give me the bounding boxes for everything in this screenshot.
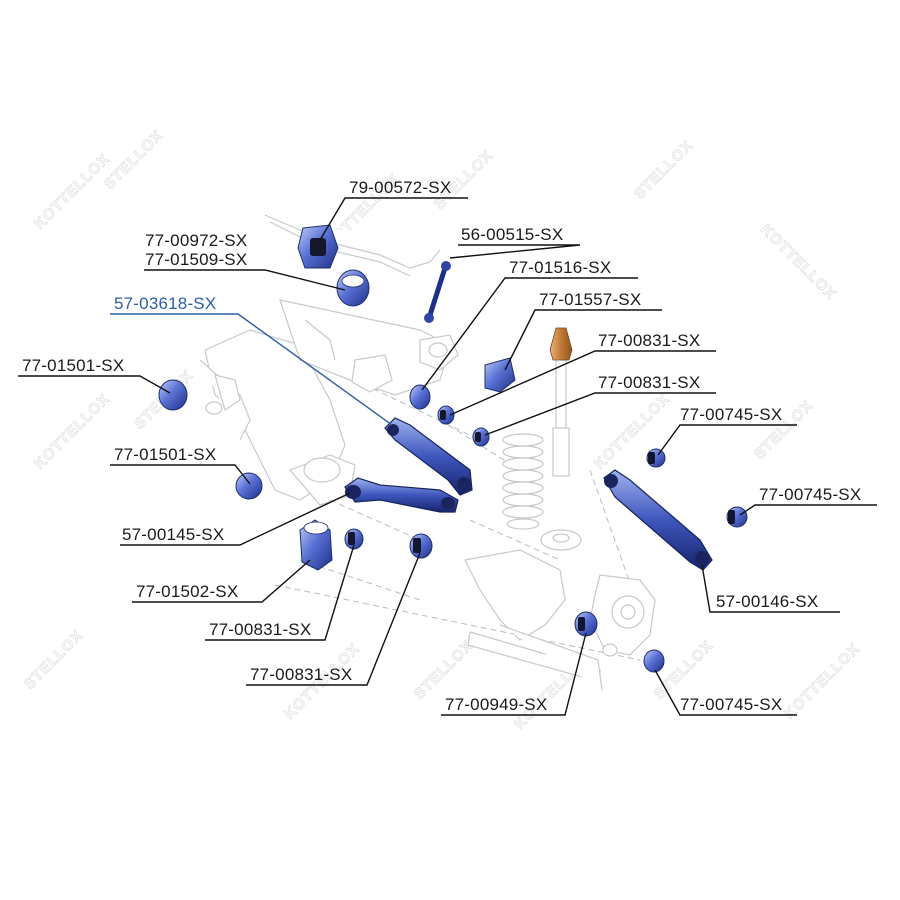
watermark-stamp: KOTTELLOX	[30, 390, 114, 474]
subframe-bush-upper	[336, 269, 370, 307]
part-label: 77-01509-SX	[145, 250, 247, 269]
control-arm-bush-77-01557	[484, 357, 516, 393]
part-label: 77-00972-SX	[145, 231, 247, 250]
part-label: 56-00515-SX	[461, 225, 563, 244]
part-label: 77-01502-SX	[136, 582, 238, 601]
watermark-stamp: KOTTELLOX	[780, 640, 864, 724]
svg-text:STELLOX: STELLOX	[651, 637, 717, 703]
control-arm-bush-77-01516	[409, 384, 431, 410]
knuckle-bush-77-00949	[574, 611, 598, 637]
part-label-highlighted[interactable]: 57-03618-SX	[114, 294, 216, 313]
svg-text:KOTTELLOX: KOTTELLOX	[31, 150, 114, 233]
watermark-stamp: STELLOX	[20, 626, 87, 693]
stabilizer-bush-mount	[297, 224, 339, 269]
arm-bush-77-00831-upper	[437, 405, 455, 425]
svg-text:KOTTELLOX: KOTTELLOX	[31, 390, 114, 473]
arm-bush-77-00831-lower-a	[344, 528, 364, 550]
part-label: 77-01516-SX	[509, 258, 611, 277]
watermark-stamp: STELLOX	[630, 136, 697, 203]
svg-text:STELLOX: STELLOX	[631, 137, 697, 203]
upper-control-arm-57-03618	[384, 417, 473, 496]
part-label: 77-00745-SX	[759, 485, 861, 504]
subframe-bush-77-01502	[299, 519, 333, 571]
arm-bush-77-00745-b	[726, 506, 748, 528]
watermark-stamp: STELLOX	[410, 636, 477, 703]
part-label: 77-00949-SX	[445, 695, 547, 714]
svg-text:STELLOX: STELLOX	[21, 627, 87, 693]
watermark-layer: KOTTELLOX STELLOX KOTTELLOX STELLOX STEL…	[20, 126, 864, 733]
part-label: 77-00831-SX	[250, 665, 352, 684]
part-label: 79-00572-SX	[349, 178, 451, 197]
part-label: 77-01501-SX	[114, 445, 216, 464]
arm-bush-77-00831-lower-b	[409, 533, 433, 559]
part-labels: 79-00572-SX 77-00972-SX 77-01509-SX 56-0…	[22, 178, 861, 714]
watermark-stamp: KOTTELLOX	[757, 220, 841, 304]
leader-lines	[18, 197, 877, 716]
stabilizer-link	[424, 261, 451, 323]
svg-text:STELLOX: STELLOX	[411, 637, 477, 703]
part-label: 77-00745-SX	[680, 405, 782, 424]
watermark-stamp: KOTTELLOX	[30, 150, 114, 234]
part-label: 77-01557-SX	[539, 290, 641, 309]
arm-bush-77-00745-c	[643, 649, 665, 673]
part-label: 57-00146-SX	[716, 592, 818, 611]
parts-layer	[158, 224, 748, 673]
svg-text:KOTTELLOX: KOTTELLOX	[781, 640, 864, 723]
part-label: 77-01501-SX	[22, 356, 124, 375]
part-label: 77-00831-SX	[598, 331, 700, 350]
coil-spring	[502, 433, 544, 530]
subframe-bush-left	[158, 379, 188, 411]
part-label: 77-00745-SX	[680, 695, 782, 714]
arm-bush-77-00745-a	[646, 448, 666, 468]
watermark-stamp: STELLOX	[650, 636, 717, 703]
bump-stop	[549, 327, 573, 361]
part-label: 77-00831-SX	[209, 620, 311, 639]
subframe-bush-lower	[235, 472, 263, 500]
part-label: 77-00831-SX	[598, 373, 700, 392]
svg-text:KOTTELLOX: KOTTELLOX	[757, 221, 840, 304]
lower-control-arm-57-00145	[344, 477, 459, 513]
control-arm-57-00146	[603, 469, 713, 571]
shock-absorber	[540, 359, 582, 551]
arm-bush-77-00831-middle	[472, 427, 490, 447]
part-label: 57-00145-SX	[122, 525, 224, 544]
